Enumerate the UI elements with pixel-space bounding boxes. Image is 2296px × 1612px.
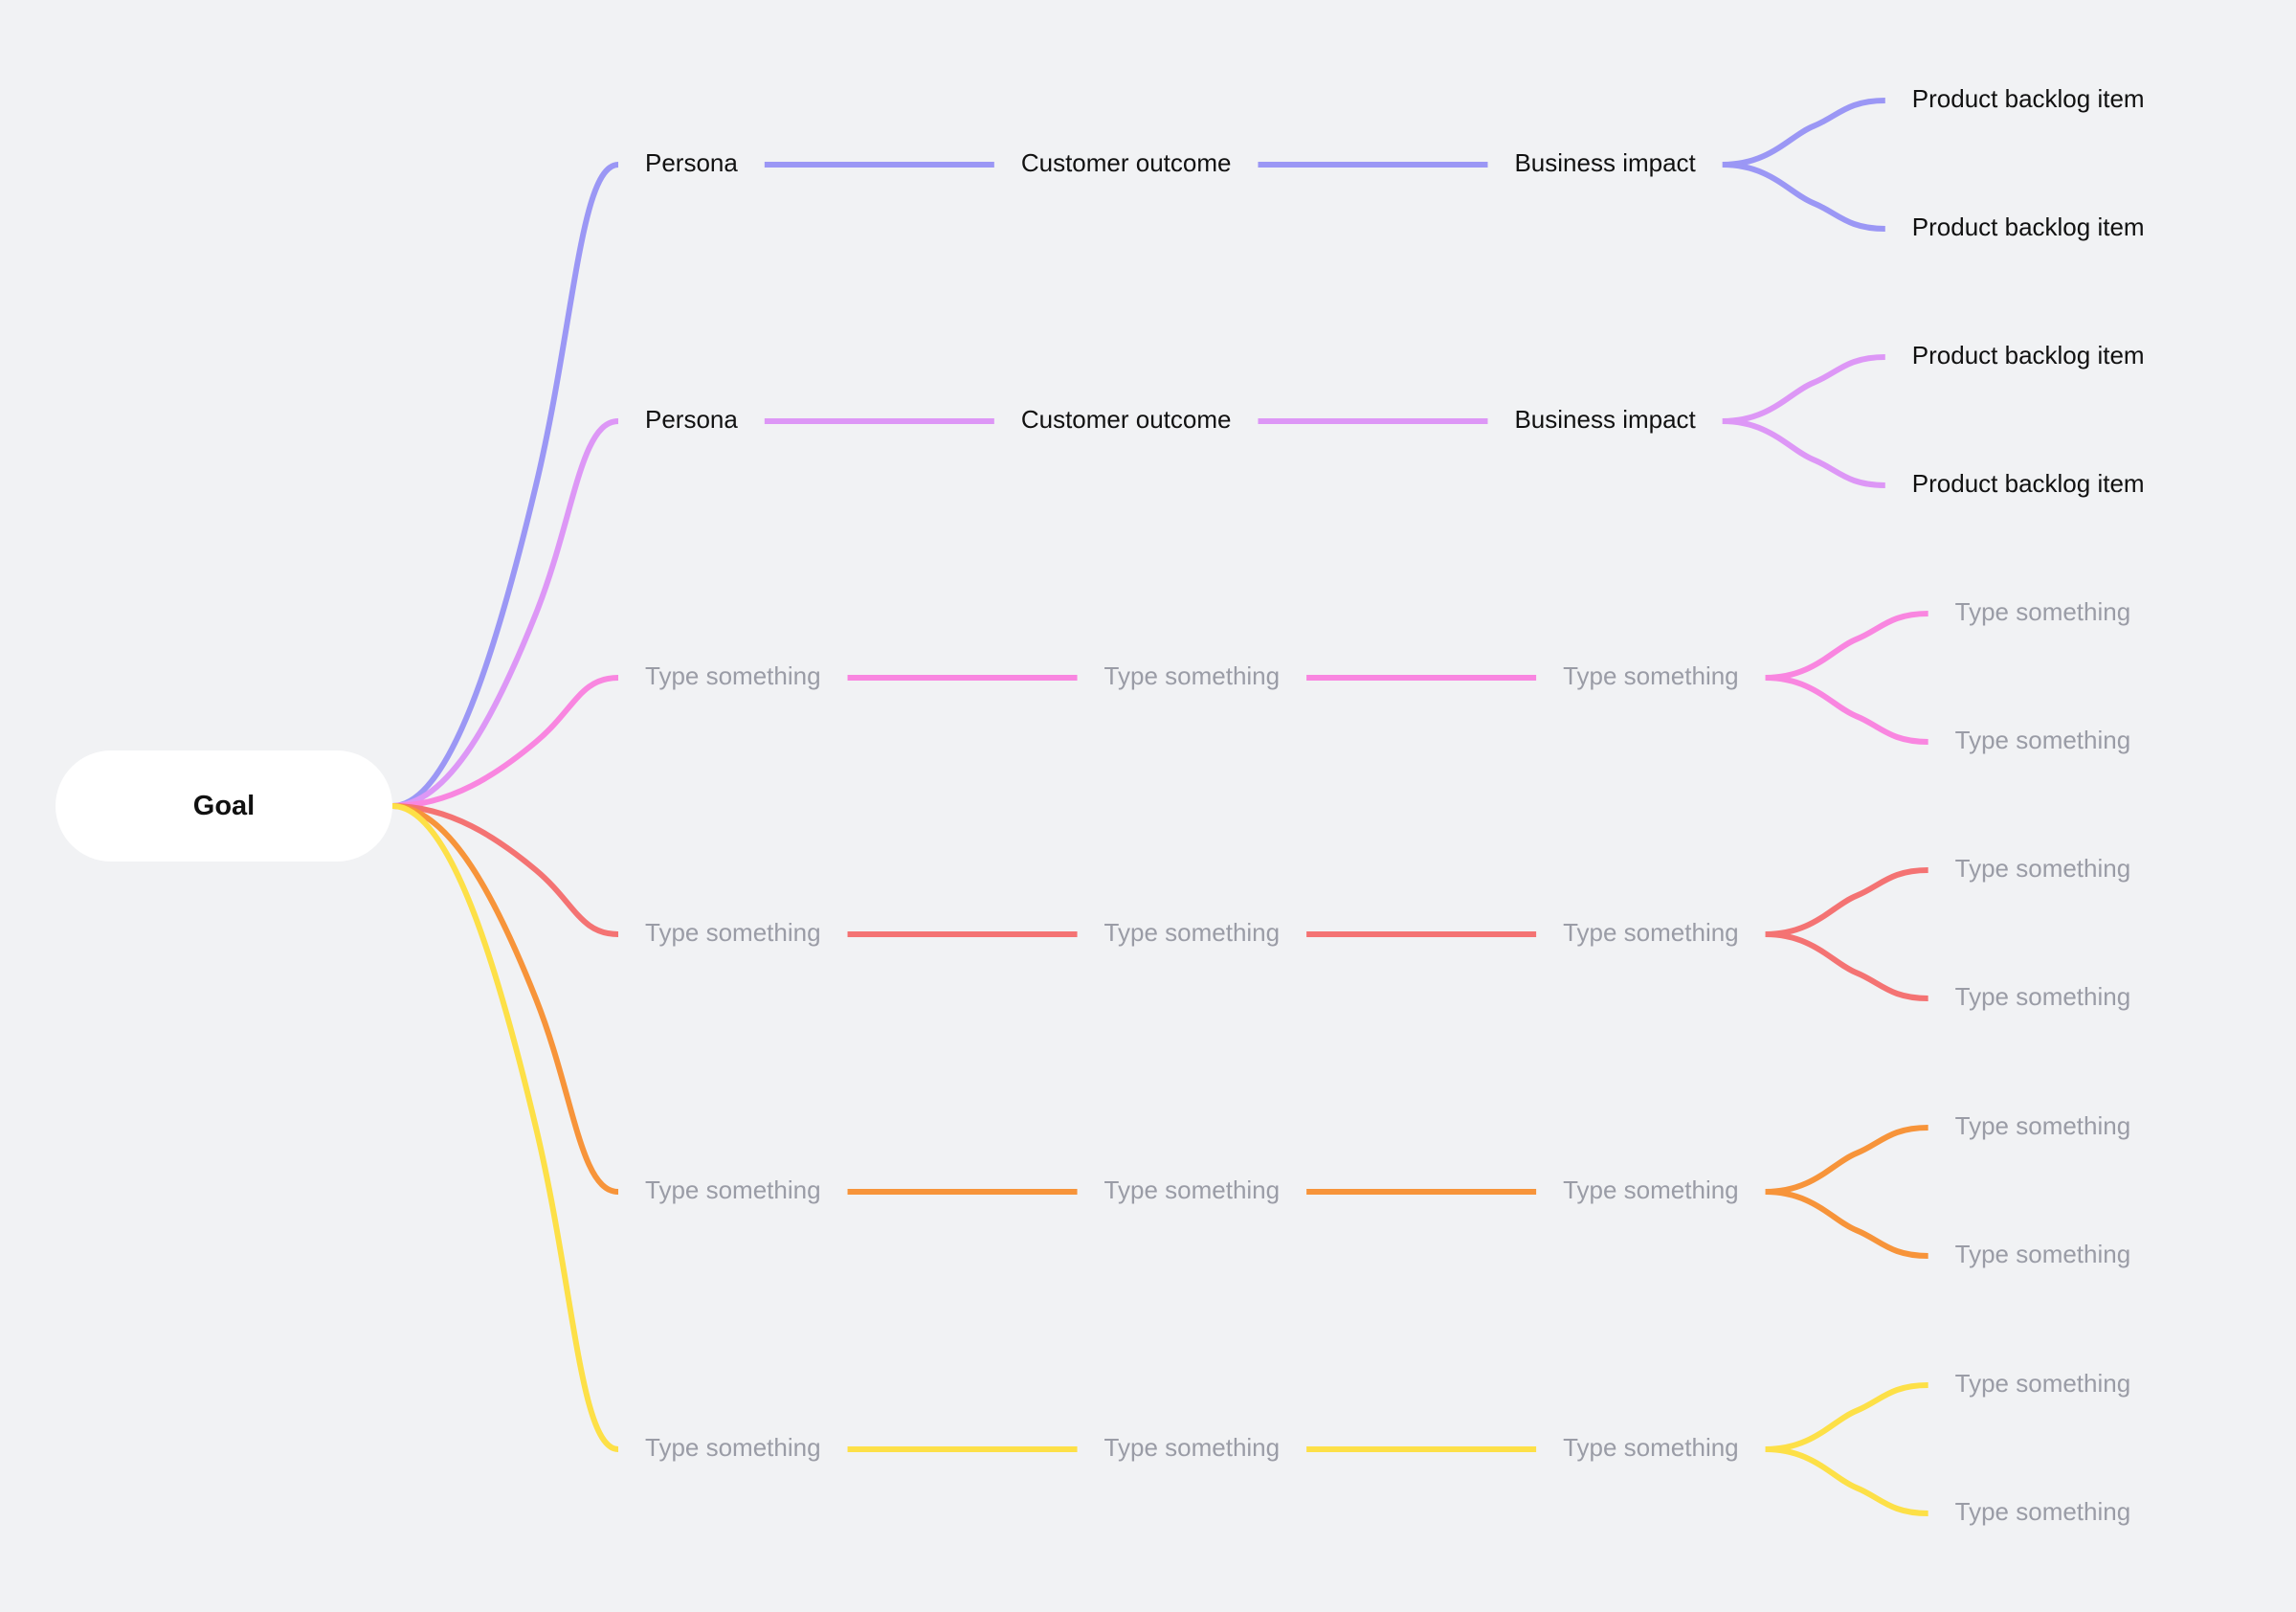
branch-1-level2-node[interactable]: Customer outcome xyxy=(1020,148,1232,177)
branch-2-leaf-1-node[interactable]: Product backlog item xyxy=(1911,341,2145,369)
branch-3-leaf-1-node[interactable]: Type something xyxy=(1954,597,2131,626)
connector-branch-1-to-leaf-1 xyxy=(1722,98,1885,168)
connector-branch-5-to-leaf-1 xyxy=(1765,1125,1928,1195)
branch-5-level3-node[interactable]: Type something xyxy=(1563,1175,1739,1204)
connector-branch-3-to-leaf-2 xyxy=(1765,675,1928,745)
branch-5-level2-node[interactable]: Type something xyxy=(1103,1175,1281,1204)
branch-6-leaf-2-node[interactable]: Type something xyxy=(1954,1497,2131,1526)
connector-branch-2-to-leaf-1 xyxy=(1722,354,1885,424)
branch-3-level1-node[interactable]: Type something xyxy=(645,661,821,690)
connector-branch-5-to-leaf-2 xyxy=(1765,1189,1928,1259)
branch-3-level3-node[interactable]: Type something xyxy=(1563,661,1739,690)
branch-6-level3-node[interactable]: Type something xyxy=(1563,1433,1739,1462)
branch-1-leaf-2-node[interactable]: Product backlog item xyxy=(1911,213,2145,241)
connector-branch-4-to-leaf-1 xyxy=(1765,867,1928,937)
connector-branch-4-to-leaf-2 xyxy=(1765,931,1928,1001)
branch-6-leaf-1-node[interactable]: Type something xyxy=(1954,1369,2131,1398)
branch-6-level2-node[interactable]: Type something xyxy=(1103,1433,1281,1462)
branch-5-leaf-2-node[interactable]: Type something xyxy=(1954,1240,2131,1268)
branch-2-level3-node[interactable]: Business impact xyxy=(1514,405,1696,434)
branch-6-level1-node[interactable]: Type something xyxy=(645,1433,821,1462)
branch-1-level3-node[interactable]: Business impact xyxy=(1514,148,1696,177)
branch-1-leaf-1-node[interactable]: Product backlog item xyxy=(1911,84,2145,113)
connector-goal-to-branch-6 xyxy=(391,803,619,1452)
branch-3-leaf-2-node[interactable]: Type something xyxy=(1954,726,2131,754)
branch-2-leaf-2-node[interactable]: Product backlog item xyxy=(1911,469,2145,498)
connector-branch-6-to-leaf-1 xyxy=(1765,1382,1928,1452)
branch-3-level2-node[interactable]: Type something xyxy=(1103,661,1281,690)
branch-4-level1-node[interactable]: Type something xyxy=(645,918,821,947)
branch-1-level1-node[interactable]: Persona xyxy=(645,148,738,177)
root-node-goal[interactable]: Goal xyxy=(56,750,392,862)
root-label: Goal xyxy=(192,790,256,821)
connector-branch-3-to-leaf-1 xyxy=(1765,611,1928,681)
branch-5-level1-node[interactable]: Type something xyxy=(645,1175,821,1204)
branch-5-leaf-1-node[interactable]: Type something xyxy=(1954,1111,2131,1140)
branch-2-level2-node[interactable]: Customer outcome xyxy=(1020,405,1232,434)
connector-goal-to-branch-5 xyxy=(391,803,619,1195)
connector-goal-to-branch-2 xyxy=(391,418,619,809)
branch-4-level3-node[interactable]: Type something xyxy=(1563,918,1739,947)
connector-goal-to-branch-3 xyxy=(391,675,619,809)
branch-4-level2-node[interactable]: Type something xyxy=(1103,918,1281,947)
connector-branch-6-to-leaf-2 xyxy=(1765,1446,1928,1516)
connector-goal-to-branch-1 xyxy=(391,162,619,809)
connector-branch-1-to-leaf-2 xyxy=(1722,162,1885,232)
branch-4-leaf-2-node[interactable]: Type something xyxy=(1954,982,2131,1011)
branch-2-level1-node[interactable]: Persona xyxy=(645,405,738,434)
connector-goal-to-branch-4 xyxy=(391,803,619,937)
branch-4-leaf-1-node[interactable]: Type something xyxy=(1954,854,2131,883)
connector-branch-2-to-leaf-2 xyxy=(1722,418,1885,488)
